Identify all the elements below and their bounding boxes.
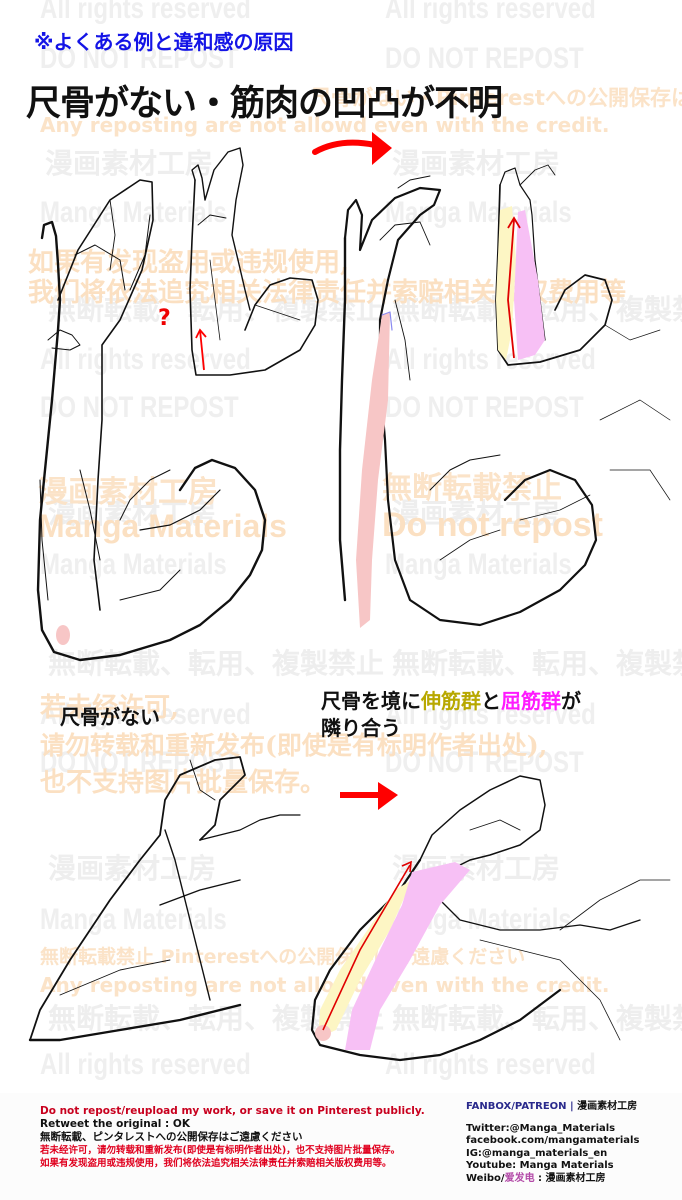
weibo-prefix: Weibo/ xyxy=(466,1172,505,1184)
transition-arrow-top xyxy=(312,139,378,155)
notice-line: 無断転載、ピンタレストへの公開保存はご遠慮ください xyxy=(40,1131,303,1143)
arm-drawing-top-left xyxy=(36,179,267,662)
notice-line: Retweet the original : OK xyxy=(40,1118,190,1130)
youtube-link[interactable]: Youtube: Manga Materials xyxy=(466,1160,614,1171)
extensor-label: 伸筋群 xyxy=(421,689,481,713)
ulna-line-arrow xyxy=(507,219,515,359)
notice-line: 如果有发现盗用或违规使用，我们将依法追究相关法律责任并索赔相关版权费用等。 xyxy=(40,1158,392,1169)
footer: Do not repost/reupload my work, or save … xyxy=(0,1093,682,1200)
section-subtitle: ※よくある例と違和感の原因 xyxy=(34,30,294,54)
separator: | xyxy=(566,1101,578,1112)
aifadian-label: 爱发电 xyxy=(504,1172,535,1184)
caption-no-ulna: 尺骨がない xyxy=(60,705,160,729)
brand-line: FANBOX/PATREON | 漫画素材工房 xyxy=(466,1101,639,1114)
extensor-group-highlight xyxy=(318,880,412,1038)
facebook-link[interactable]: facebook.com/mangamaterials xyxy=(466,1135,640,1146)
flexor-group-highlight xyxy=(345,862,470,1050)
caption-suffix: が xyxy=(561,689,581,713)
notice-line: Do not repost/reupload my work, or save … xyxy=(40,1105,425,1117)
caption-connector: と xyxy=(481,689,501,713)
flexor-label: 屈筋群 xyxy=(501,689,561,713)
footer-social: FANBOX/PATREON | 漫画素材工房 Twitter:@Manga_M… xyxy=(466,1101,639,1185)
flexor-group-highlight xyxy=(514,210,545,360)
elbow-highlight xyxy=(315,1025,331,1041)
weibo-link[interactable]: Weibo/爱发电 : 漫画素材工房 xyxy=(466,1173,639,1186)
arm-illustration xyxy=(28,132,671,1062)
instagram-link[interactable]: IG:@manga_materials_en xyxy=(466,1147,608,1159)
annotation-layer xyxy=(56,132,521,1031)
caption-muscle-groups: 尺骨を境に伸筋群と屈筋群が 隣り合う xyxy=(321,688,581,742)
arrow-head-icon xyxy=(378,782,398,810)
arm-drawing-bottom-right xyxy=(310,775,671,1062)
ulna-line-arrow xyxy=(322,864,411,1031)
arrow-head-icon xyxy=(372,132,392,165)
fanbox-patreon-link[interactable]: FANBOX/PATREON xyxy=(466,1101,567,1112)
elbow-highlight xyxy=(56,625,70,645)
direction-arrow-small xyxy=(199,329,205,371)
footer-notice: Do not repost/reupload my work, or save … xyxy=(40,1105,425,1170)
arm-drawing-bottom-left xyxy=(28,756,301,1042)
ulna-highlight xyxy=(356,312,390,628)
studio-name: 漫画素材工房 xyxy=(577,1101,638,1112)
caption-prefix: 尺骨を境に xyxy=(321,689,421,713)
notice-line: 若未经许可，请勿转载和重新发布(即使是有标明作者出处)，也不支持图片批量保存。 xyxy=(40,1145,401,1156)
twitter-link[interactable]: Twitter:@Manga_Materials xyxy=(466,1122,616,1134)
weibo-suffix: : 漫画素材工房 xyxy=(534,1172,606,1184)
page-title: 尺骨がない・筋肉の凹凸が不明 xyxy=(26,83,503,124)
caption-line2: 隣り合う xyxy=(321,716,401,740)
arm-drawing-top-center xyxy=(189,147,319,376)
